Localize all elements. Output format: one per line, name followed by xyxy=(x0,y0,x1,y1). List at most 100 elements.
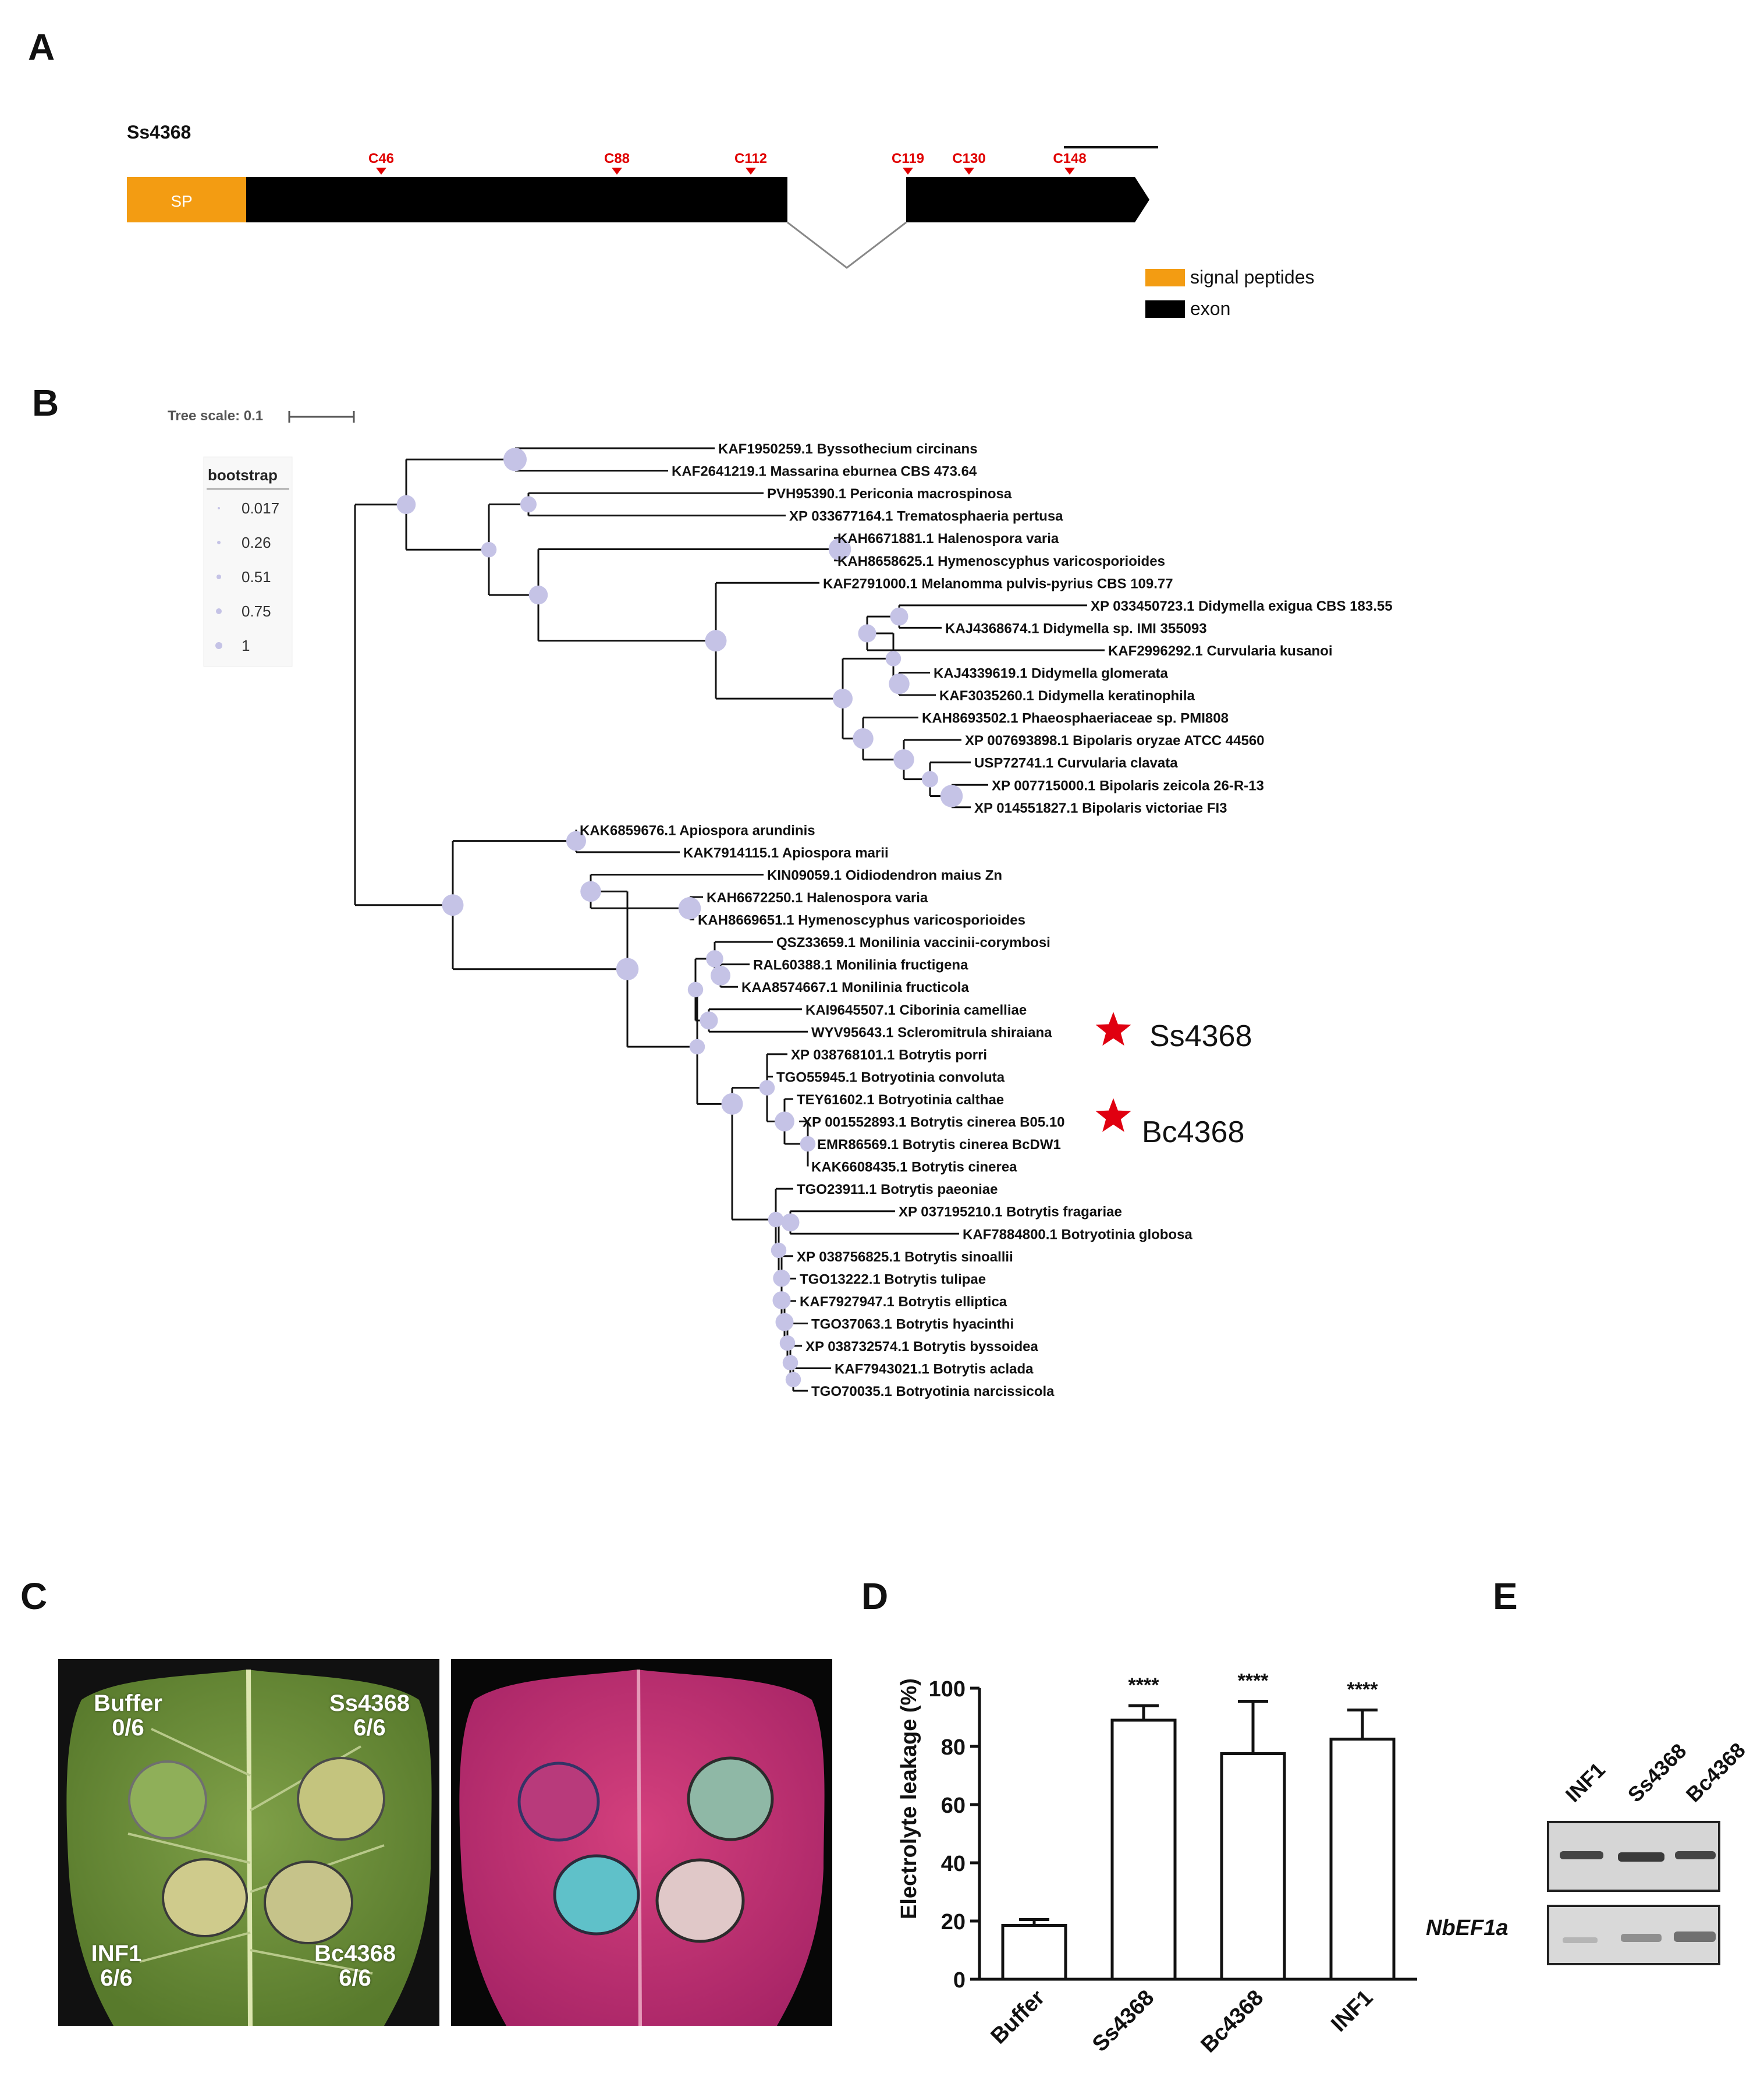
leaf-label-buffer: Buffer 0/6 xyxy=(73,1691,183,1740)
tree-leaf-label: WYV95643.1 Scleromitrula shiraiana xyxy=(811,1025,1052,1040)
tree-leaf-label: XP 038732574.1 Botrytis byssoidea xyxy=(805,1339,1038,1355)
tree-leaf-label: KAK6608435.1 Botrytis cinerea xyxy=(811,1160,1017,1175)
bootstrap-node xyxy=(775,1313,794,1331)
gel-lane-label: Bc4368 xyxy=(1681,1738,1750,1806)
bootstrap-node xyxy=(885,651,901,667)
bootstrap-node xyxy=(782,1355,798,1371)
cysteine-marker: C88 xyxy=(604,151,630,175)
bootstrap-node xyxy=(893,749,914,770)
tree-leaf-label: XP 033677164.1 Trematosphaeria pertusa xyxy=(789,509,1063,524)
svg-text:0.51: 0.51 xyxy=(242,568,271,586)
chart-bars: ************ xyxy=(1001,1670,1396,1981)
gel-band xyxy=(1560,1851,1603,1859)
bootstrap-node xyxy=(687,981,704,998)
tree-leaf-label: KAH8693502.1 Phaeosphaeriaceae sp. PMI80… xyxy=(922,711,1229,726)
leaf-label-bc4368: Bc4368 6/6 xyxy=(288,1941,422,1990)
bootstrap-node xyxy=(721,1093,743,1115)
tree-leaf-label: KAJ4339619.1 Didymella glomerata xyxy=(934,666,1169,682)
tree-leaf-label: KIN09059.1 Oidiodendron maius Zn xyxy=(767,867,1002,883)
exon-1-box xyxy=(246,177,787,222)
panel-letter-e: E xyxy=(1493,1575,1518,1617)
bootstrap-node xyxy=(940,785,963,807)
bootstrap-legend-title: bootstrap xyxy=(208,466,278,484)
svg-text:0.017: 0.017 xyxy=(242,499,279,517)
bootstrap-legend: bootstrap 0.017 0.26 0.51 0.75 1 xyxy=(203,456,293,667)
bootstrap-node xyxy=(768,1211,784,1228)
tree-leaf-label: TEY61602.1 Botryotinia calthae xyxy=(797,1092,1004,1108)
tree-leaf-label: EMR86569.1 Botrytis cinerea BcDW1 xyxy=(817,1137,1061,1153)
svg-text:C148: C148 xyxy=(1053,151,1086,166)
bootstrap-node xyxy=(481,541,497,558)
gel-band xyxy=(1618,1852,1664,1862)
svg-text:0.26: 0.26 xyxy=(242,534,271,551)
bootstrap-node xyxy=(858,624,876,643)
bootstrap-node xyxy=(566,831,586,851)
bootstrap-node xyxy=(705,630,727,652)
leaf-label-ss4368-name: Ss4368 xyxy=(329,1690,410,1716)
chart-x-tick-label: INF1 xyxy=(1326,1986,1378,2037)
sp-label: SP xyxy=(171,192,192,210)
highlight-star-ss4368: Ss4368 xyxy=(1095,1012,1252,1053)
bootstrap-node xyxy=(616,958,639,981)
chart-y-tick-label: 60 xyxy=(941,1794,966,1818)
gel-lane-label: INF1 xyxy=(1561,1758,1610,1807)
leaf-label-buffer-name: Buffer xyxy=(94,1690,162,1716)
chart-y-tick-label: 20 xyxy=(941,1910,966,1934)
chart-bar xyxy=(1001,1924,1067,1981)
chart-bar xyxy=(1110,1718,1177,1981)
tree-leaf-label: KAH8658625.1 Hymenoscyphus varicosporioi… xyxy=(837,554,1165,569)
intron-line xyxy=(787,221,907,269)
tree-leaf-label: KAF7943021.1 Botrytis aclada xyxy=(835,1362,1034,1377)
tree-leaf-label: KAJ4368674.1 Didymella sp. IMI 355093 xyxy=(945,621,1207,636)
legend-signal-label: signal peptides xyxy=(1190,267,1314,288)
tree-leaf-label: RAL60388.1 Monilinia fructigena xyxy=(753,958,968,973)
tree-leaf-label: XP 038768101.1 Botrytis porri xyxy=(791,1047,987,1063)
tree-leaf-label: KAK7914115.1 Apiospora marii xyxy=(683,845,889,861)
tree-leaf-label: KAK6859676.1 Apiospora arundinis xyxy=(580,823,815,838)
tree-leaf-label: XP 007715000.1 Bipolaris zeicola 26-R-13 xyxy=(992,778,1264,793)
bootstrap-node xyxy=(922,771,938,788)
panel-letter-b: B xyxy=(32,382,59,424)
leaf-label-bc4368-name: Bc4368 xyxy=(314,1941,396,1966)
bootstrap-node xyxy=(771,1242,787,1259)
signal-peptide-box xyxy=(127,177,246,222)
bootstrap-node xyxy=(580,881,601,902)
panel-letter-d: D xyxy=(861,1575,889,1617)
svg-text:C88: C88 xyxy=(604,151,630,166)
bootstrap-node xyxy=(759,1080,775,1096)
chart-y-tick-label: 0 xyxy=(953,1968,966,1993)
tree-leaf-label: KAF7927947.1 Botrytis elliptica xyxy=(800,1294,1007,1310)
bootstrap-node xyxy=(779,1335,796,1351)
tree-scale-label: Tree scale: 0.1 xyxy=(168,408,263,424)
bootstrap-node xyxy=(833,689,853,709)
tree-leaf-label: USP72741.1 Curvularia clavata xyxy=(974,756,1178,771)
tree-scale-bar xyxy=(288,411,355,423)
tree-leaf-label: XP 007693898.1 Bipolaris oryzae ATCC 445… xyxy=(965,733,1265,749)
bootstrap-node xyxy=(785,1371,801,1388)
highlight-star-bc4368: Bc4368 xyxy=(1095,1098,1244,1149)
tree-leaf-label: KAA8574667.1 Monilinia fructicola xyxy=(741,980,969,995)
chart-y-axis-label: Electrolyte leakage (%) xyxy=(897,1678,921,1919)
cysteine-marker: C119 xyxy=(892,151,924,175)
bootstrap-node xyxy=(503,448,527,472)
bootstrap-node xyxy=(700,1011,718,1030)
chart-x-tick-label: Buffer xyxy=(986,1986,1050,2049)
bootstrap-node xyxy=(773,1269,790,1287)
leaf-label-inf1-count: 6/6 xyxy=(100,1965,133,1991)
chart-y-tick-label: 40 xyxy=(941,1852,966,1876)
highlight-label-ss4368: Ss4368 xyxy=(1149,1019,1252,1053)
chart-significance-label: **** xyxy=(1128,1674,1160,1696)
gel-lane-label: Ss4368 xyxy=(1623,1739,1691,1807)
tree-leaf-label: QSZ33659.1 Monilinia vaccinii-corymbosi xyxy=(776,935,1050,951)
tree-leaf-label: KAI9645507.1 Ciborinia camelliae xyxy=(805,1002,1027,1018)
bootstrap-node xyxy=(711,965,730,986)
bootstrap-node xyxy=(890,607,908,626)
cysteine-marker: C148 xyxy=(1053,151,1087,175)
chart-significance-label: **** xyxy=(1347,1679,1379,1701)
cysteine-marker: C46 xyxy=(368,151,394,175)
bootstrap-node xyxy=(781,1213,800,1232)
tree-leaf-label: XP 001552893.1 Botrytis cinerea B05.10 xyxy=(803,1115,1065,1130)
